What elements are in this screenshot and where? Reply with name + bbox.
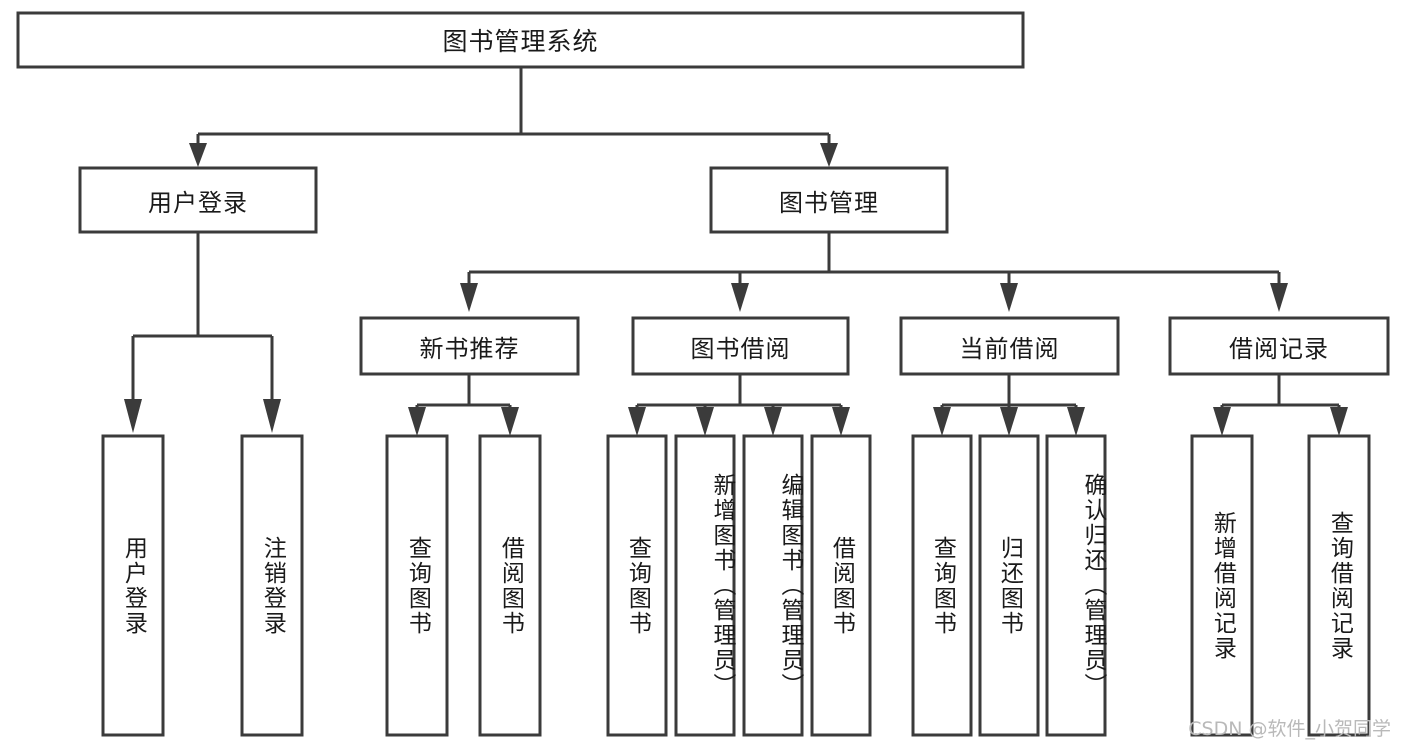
node-box-leaf-query-book-3[interactable] xyxy=(911,434,973,737)
node-box-leaf-user-login[interactable] xyxy=(101,434,165,737)
node-box-user-login[interactable] xyxy=(78,166,318,234)
node-box-root[interactable] xyxy=(16,11,1025,69)
arrow-head-book-manage xyxy=(820,143,838,167)
node-box-leaf-query-record[interactable] xyxy=(1307,434,1371,737)
node-box-current-borrow[interactable] xyxy=(899,316,1120,376)
arrow-head-leaf-add-book xyxy=(696,407,714,436)
arrow-head-leaf-user-login xyxy=(124,399,142,433)
arrow-head-leaf-borrow-book-1 xyxy=(501,407,519,436)
arrow-head-user-login xyxy=(189,143,207,167)
node-box-book-manage[interactable] xyxy=(709,166,949,234)
arrow-head-leaf-query-book-2 xyxy=(628,407,646,436)
arrow-head-current-borrow xyxy=(1000,283,1018,312)
node-box-book-borrow[interactable] xyxy=(631,316,850,376)
node-box-leaf-return-book[interactable] xyxy=(978,434,1040,737)
node-box-leaf-logout[interactable] xyxy=(240,434,304,737)
arrow-head-leaf-edit-book xyxy=(764,407,782,436)
arrow-head-leaf-query-book-1 xyxy=(408,407,426,436)
node-box-leaf-borrow-book-2[interactable] xyxy=(810,434,872,737)
connector-group-book-borrow xyxy=(628,374,850,436)
connector-group-user-login xyxy=(124,232,281,433)
arrow-head-new-book-recommend xyxy=(460,283,478,312)
node-box-leaf-borrow-book-1[interactable] xyxy=(478,434,542,737)
arrow-head-borrow-record xyxy=(1270,283,1288,312)
node-box-leaf-query-book-2[interactable] xyxy=(606,434,668,737)
connector-group-borrow-record xyxy=(1213,374,1348,436)
arrow-head-leaf-query-book-3 xyxy=(933,407,951,436)
connector-group-root xyxy=(189,67,838,167)
arrow-head-leaf-logout xyxy=(263,399,281,433)
node-box-leaf-add-record[interactable] xyxy=(1190,434,1254,737)
arrow-head-book-borrow xyxy=(731,283,749,312)
connector-group-book-manage xyxy=(460,232,1288,312)
arrow-head-leaf-add-record xyxy=(1213,407,1231,436)
node-box-leaf-confirm-return[interactable] xyxy=(1045,434,1107,737)
arrow-head-leaf-return-book xyxy=(1000,407,1018,436)
arrow-head-leaf-borrow-book-2 xyxy=(832,407,850,436)
node-box-borrow-record[interactable] xyxy=(1168,316,1390,376)
node-box-leaf-edit-book[interactable] xyxy=(742,434,804,737)
connector-group-new-book-recommend xyxy=(408,374,519,436)
node-box-leaf-add-book[interactable] xyxy=(674,434,736,737)
connector-group-current-borrow xyxy=(933,374,1085,436)
arrow-head-leaf-confirm-return xyxy=(1067,407,1085,436)
arrow-head-leaf-query-record xyxy=(1330,407,1348,436)
node-box-new-book-recommend[interactable] xyxy=(359,316,580,376)
node-box-leaf-query-book-1[interactable] xyxy=(385,434,449,737)
